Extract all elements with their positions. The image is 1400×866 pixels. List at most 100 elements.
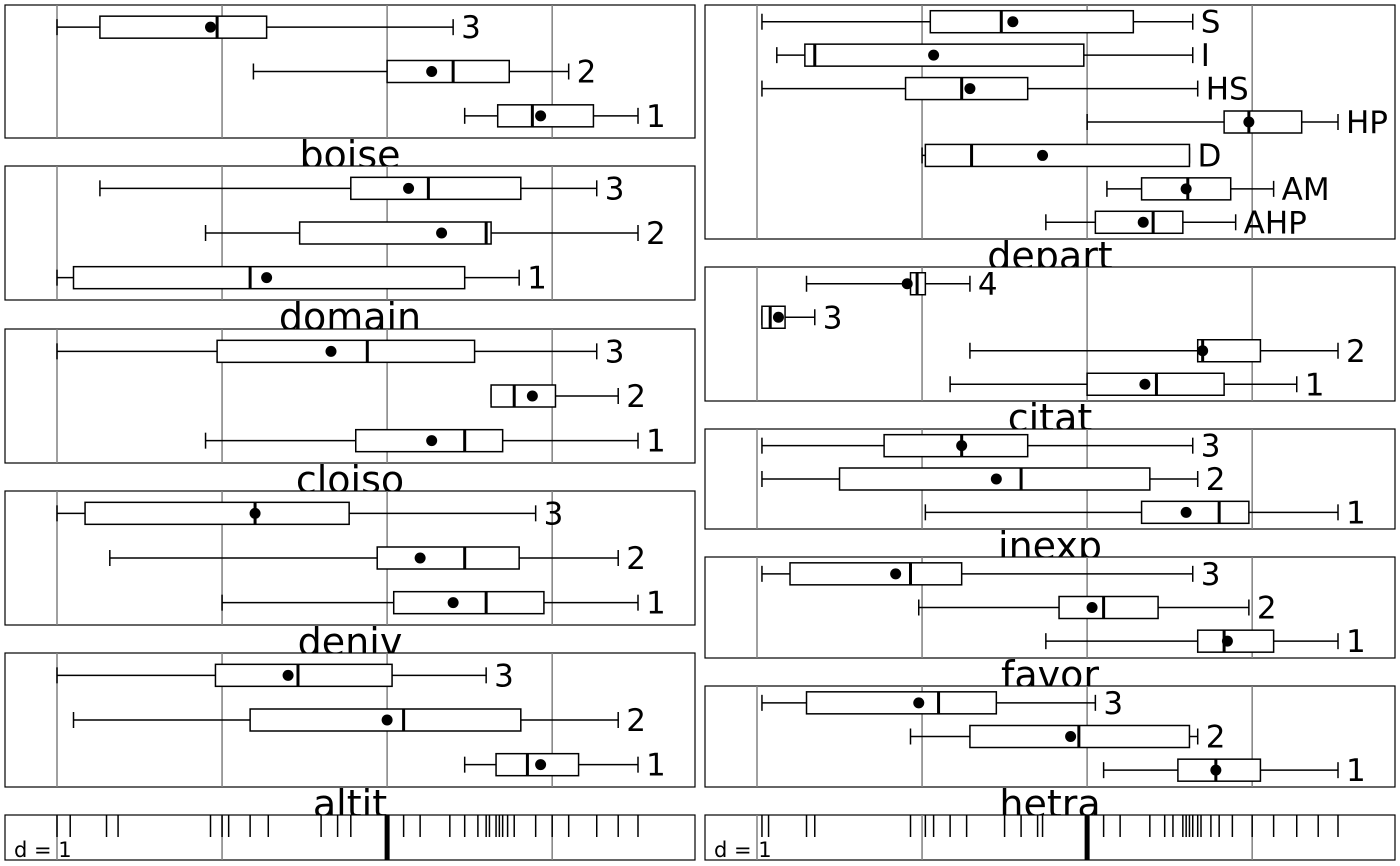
mean-point — [426, 66, 438, 77]
box-inexp-1: 1 — [924, 495, 1366, 531]
box-body — [924, 143, 1191, 168]
group-label: 3 — [1201, 429, 1221, 465]
group-label: 1 — [646, 748, 666, 784]
mean-point — [1086, 602, 1098, 613]
box-boise-1: 1 — [463, 99, 666, 135]
rug-frame — [704, 814, 1396, 861]
group-label: AM — [1282, 172, 1330, 208]
mean-point — [205, 21, 217, 33]
group-label: 3 — [494, 658, 514, 694]
box-body — [376, 546, 520, 570]
group-label: 3 — [1103, 686, 1123, 722]
group-label: 2 — [1206, 720, 1226, 756]
group-label: 4 — [978, 267, 998, 303]
mean-point — [772, 311, 784, 323]
box-depart-I: I — [776, 38, 1210, 74]
mean-point — [1137, 216, 1149, 228]
mean-point — [535, 759, 547, 771]
box-domain-1: 1 — [56, 261, 547, 297]
box-cloiso-3: 3 — [56, 334, 625, 370]
group-label: AHP — [1244, 205, 1307, 241]
mean-point — [526, 390, 538, 402]
panel-frame — [704, 266, 1396, 402]
box-favor-3: 3 — [761, 557, 1220, 593]
group-label: 2 — [626, 541, 646, 577]
mean-point — [325, 345, 337, 357]
group-label: S — [1201, 5, 1221, 41]
group-label: 3 — [544, 496, 564, 532]
box-body — [392, 590, 545, 615]
group-label: 2 — [577, 55, 597, 91]
group-label: 1 — [646, 424, 666, 460]
group-label: 1 — [1305, 367, 1325, 403]
box-favor-2: 2 — [918, 591, 1277, 627]
box-body — [214, 663, 393, 688]
box-depart-D: D — [921, 138, 1221, 174]
box-inexp-3: 3 — [761, 429, 1221, 465]
mean-point — [956, 440, 968, 452]
mean-point — [1197, 345, 1209, 357]
box-body — [883, 433, 1029, 458]
box-hetra-1: 1 — [1102, 753, 1366, 789]
box-deniv-1: 1 — [221, 586, 666, 622]
group-label: 1 — [1346, 624, 1366, 660]
box-body — [804, 43, 1085, 67]
box-boise-2: 2 — [252, 55, 597, 91]
box-citat-4: 4 — [805, 267, 998, 303]
box-favor-1: 1 — [1045, 624, 1366, 660]
box-deniv-3: 3 — [56, 496, 564, 532]
box-hetra-3: 3 — [761, 686, 1123, 722]
mean-point — [1007, 16, 1019, 28]
mean-point — [447, 597, 459, 609]
group-label: 3 — [461, 10, 481, 46]
mean-point — [1180, 183, 1192, 195]
mean-point — [249, 507, 261, 519]
box-body — [386, 59, 511, 84]
mean-point — [964, 83, 976, 95]
box-depart-AHP: AHP — [1045, 205, 1307, 241]
group-label: 3 — [823, 300, 843, 336]
box-depart-HS: HS — [761, 72, 1249, 108]
box-boise-3: 3 — [56, 10, 481, 46]
mean-point — [913, 697, 925, 709]
box-body — [298, 221, 492, 245]
mean-point — [1180, 506, 1192, 518]
left-column: 321boise321domain321cloiso321deniv321alt… — [4, 4, 696, 862]
mean-point — [414, 552, 426, 564]
box-depart-AM: AM — [1106, 172, 1330, 208]
box-domain-2: 2 — [204, 216, 666, 252]
mean-point — [426, 435, 438, 447]
group-label: 1 — [646, 586, 666, 622]
mean-point — [261, 272, 273, 284]
box-body — [1140, 500, 1250, 525]
mean-point — [1210, 764, 1222, 776]
box-inexp-2: 2 — [761, 462, 1225, 498]
rug-panel: d = 1 — [4, 814, 696, 862]
box-altit-1: 1 — [463, 748, 666, 784]
box-domain-3: 3 — [99, 171, 624, 207]
mean-point — [1139, 378, 1151, 390]
group-label: 2 — [646, 216, 666, 252]
box-cloiso-2: 2 — [490, 379, 646, 415]
group-label: I — [1201, 38, 1210, 74]
box-citat-2: 2 — [969, 334, 1366, 370]
group-label: 1 — [1346, 753, 1366, 789]
mean-point — [890, 568, 902, 580]
mean-point — [403, 182, 415, 194]
group-label: D — [1197, 138, 1221, 174]
group-label: 3 — [605, 334, 625, 370]
group-label: 1 — [1346, 495, 1366, 531]
box-deniv-2: 2 — [109, 541, 646, 577]
box-citat-1: 1 — [949, 367, 1325, 403]
box-body — [929, 9, 1135, 34]
box-body — [789, 562, 963, 586]
mean-point — [1065, 731, 1077, 742]
